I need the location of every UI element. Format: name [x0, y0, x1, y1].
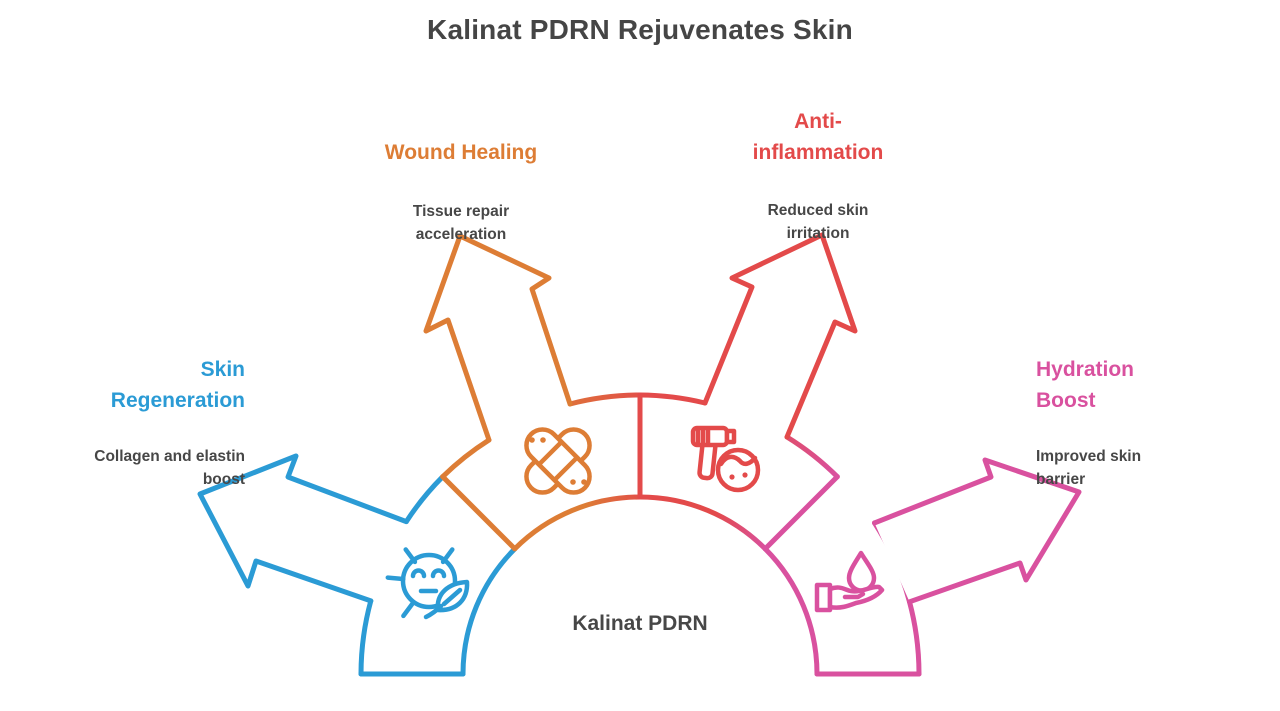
branch-sublabel: Improved skin barrier	[1036, 448, 1142, 488]
arrow-anti-inflammation	[702, 232, 858, 440]
branch-sublabel: Collagen and elastin boost	[94, 448, 245, 488]
branch-wound-healing: Wound Healing Tissue repair acceleration	[331, 119, 591, 264]
arrow-hydration-boost	[872, 457, 1082, 605]
diagram-center-label: Kalinat PDRN	[572, 612, 708, 635]
branch-anti-inflammation: Anti- inflammation Reduced skin irritati…	[698, 88, 938, 263]
branch-sublabel: Reduced skin irritation	[767, 202, 869, 242]
branch-label: Wound Healing	[384, 141, 538, 164]
segment-hydration-boost	[762, 474, 922, 677]
segment-anti-inflammation	[637, 392, 840, 552]
branch-skin-regeneration: Skin Regeneration Collagen and elastin b…	[23, 336, 245, 509]
branch-label: Skin Regeneration	[110, 358, 245, 412]
arrow-wound-healing	[423, 233, 573, 443]
segment-divider	[440, 474, 518, 552]
segment-wound-healing	[440, 392, 643, 552]
arrow-skin-regeneration	[197, 453, 409, 604]
crossed-bandage-icon	[524, 427, 592, 495]
branch-sublabel: Tissue repair acceleration	[412, 203, 510, 243]
segment-divider	[762, 474, 840, 552]
hand-water-drop-icon	[814, 550, 885, 613]
branch-hydration-boost: Hydration Boost Improved skin barrier	[1036, 336, 1256, 509]
segment-skin-regeneration	[358, 474, 518, 677]
branch-label: Anti- inflammation	[752, 110, 884, 164]
page-title: Kalinat PDRN Rejuvenates Skin	[427, 14, 853, 45]
face-leaf-icon	[385, 547, 470, 620]
branch-label: Hydration Boost	[1036, 358, 1135, 412]
spray-device-face-icon	[690, 425, 761, 493]
